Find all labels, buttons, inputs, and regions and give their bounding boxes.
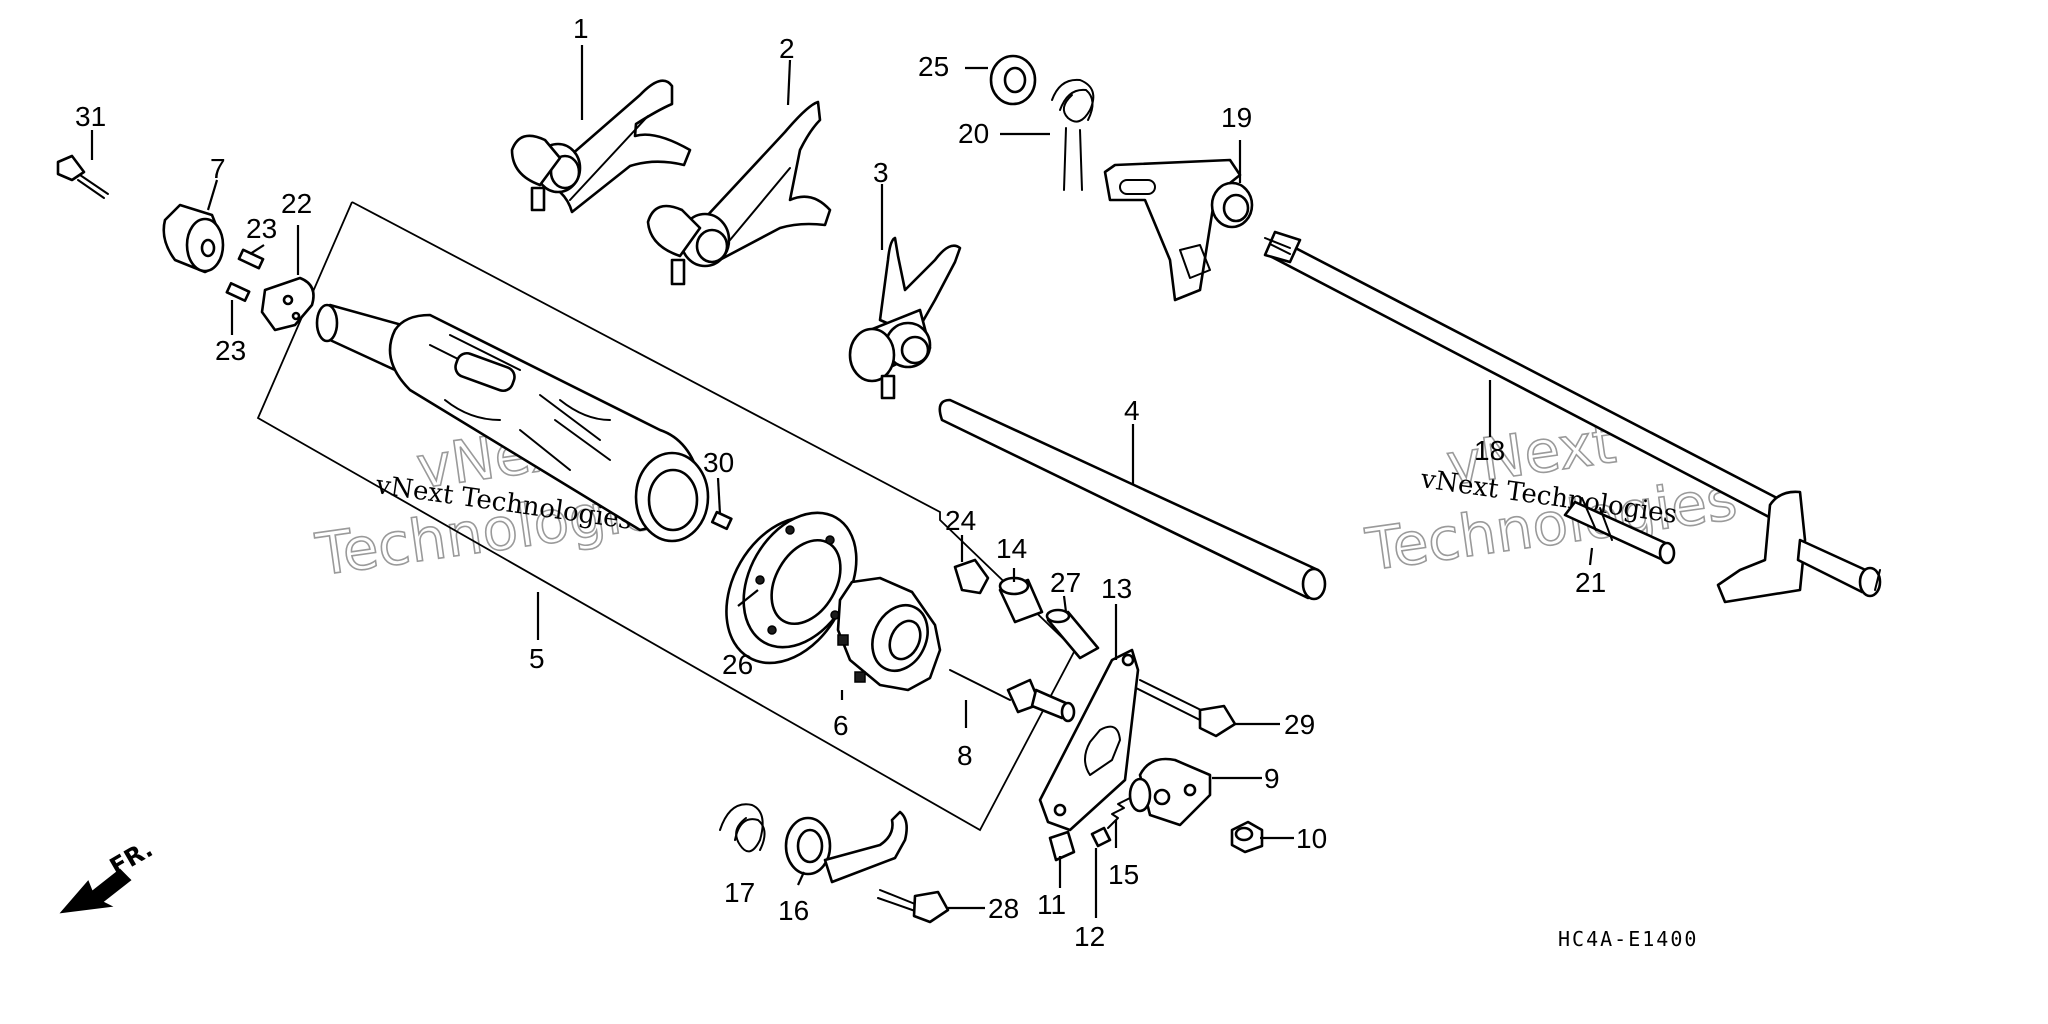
callout-17: 17: [724, 877, 755, 908]
callout-16: 16: [778, 895, 809, 926]
drum-center-6: [836, 576, 942, 692]
shift-arm-19: [1103, 158, 1254, 302]
bolt-29: [1135, 679, 1237, 738]
gearshift-spindle-18: [1263, 230, 1882, 604]
spring-17: [719, 803, 766, 853]
collar-14: [998, 576, 1044, 624]
front-indicator: FR.: [59, 835, 157, 914]
callout-29: 29: [1284, 709, 1315, 740]
callout-20: 20: [958, 118, 989, 149]
leader-lines: [90, 45, 1594, 918]
callout-4: 4: [1124, 395, 1140, 426]
callout-28: 28: [988, 893, 1019, 924]
dowel-27: [1045, 608, 1100, 660]
callout-9: 9: [1264, 763, 1280, 794]
callout-26: 26: [722, 649, 753, 680]
callout-11: 11: [1037, 889, 1066, 920]
callout-6: 6: [833, 710, 849, 741]
callout-24: 24: [945, 505, 976, 536]
pin-30: [710, 510, 733, 531]
shift-fork-1: [510, 79, 692, 214]
ball-12: [1090, 826, 1112, 848]
front-indicator-label: FR.: [105, 835, 157, 881]
callout-14: 14: [996, 533, 1027, 564]
bolt-8: [949, 669, 1076, 723]
callout-25: 25: [918, 51, 949, 82]
spring-20: [1051, 78, 1095, 191]
pins-23: [225, 248, 265, 303]
pin-21: [1563, 497, 1676, 565]
callout-13: 13: [1101, 573, 1132, 604]
cam-9: [1128, 757, 1212, 827]
diagram-code: HC4A-E1400: [1558, 927, 1698, 951]
small-parts-11-12-15: [1048, 797, 1131, 862]
bolt-28: [877, 889, 950, 924]
callout-8: 8: [957, 740, 973, 771]
callout-12: 12: [1074, 921, 1105, 952]
callout-30: 30: [703, 447, 734, 478]
callout-22: 22: [281, 188, 312, 219]
plate-13: [1038, 648, 1140, 832]
bushing-7: [162, 203, 225, 274]
stopper-arm-16: [784, 810, 908, 884]
callout-21: 21: [1575, 567, 1606, 598]
bearing-26: [725, 511, 858, 665]
callout-23-lower: 23: [215, 335, 246, 366]
spring-15: [1107, 797, 1131, 829]
callout-23-upper: 23: [246, 213, 277, 244]
screw-31: [56, 154, 109, 199]
shift-fork-3: [848, 236, 962, 400]
callout-15: 15: [1108, 859, 1139, 890]
callout-19: 19: [1221, 102, 1252, 133]
callout-5: 5: [529, 643, 545, 674]
key-11: [1048, 830, 1076, 862]
plate-22: [260, 276, 315, 332]
shift-drum-5: [315, 303, 710, 543]
watermark-right: vNext Technologies vNext Technologies: [1361, 407, 1742, 585]
fork-shaft-4: [938, 398, 1327, 601]
nut-10: [1230, 820, 1264, 854]
shift-fork-2: [646, 100, 832, 286]
callout-2: 2: [779, 33, 795, 64]
nut-24: [953, 558, 990, 595]
callout-7: 7: [210, 153, 226, 184]
washer-25: [989, 54, 1037, 106]
callout-31: 31: [75, 101, 106, 132]
front-arrow-icon: [59, 868, 132, 914]
callout-18: 18: [1474, 435, 1505, 466]
callout-3: 3: [873, 157, 889, 188]
callout-1: 1: [573, 13, 589, 44]
callout-27: 27: [1050, 567, 1081, 598]
callout-numbers: 1 2 3 4 5 6 7 8 9 10 11 12 13 14 15 16 1…: [75, 13, 1606, 952]
callout-10: 10: [1296, 823, 1327, 854]
